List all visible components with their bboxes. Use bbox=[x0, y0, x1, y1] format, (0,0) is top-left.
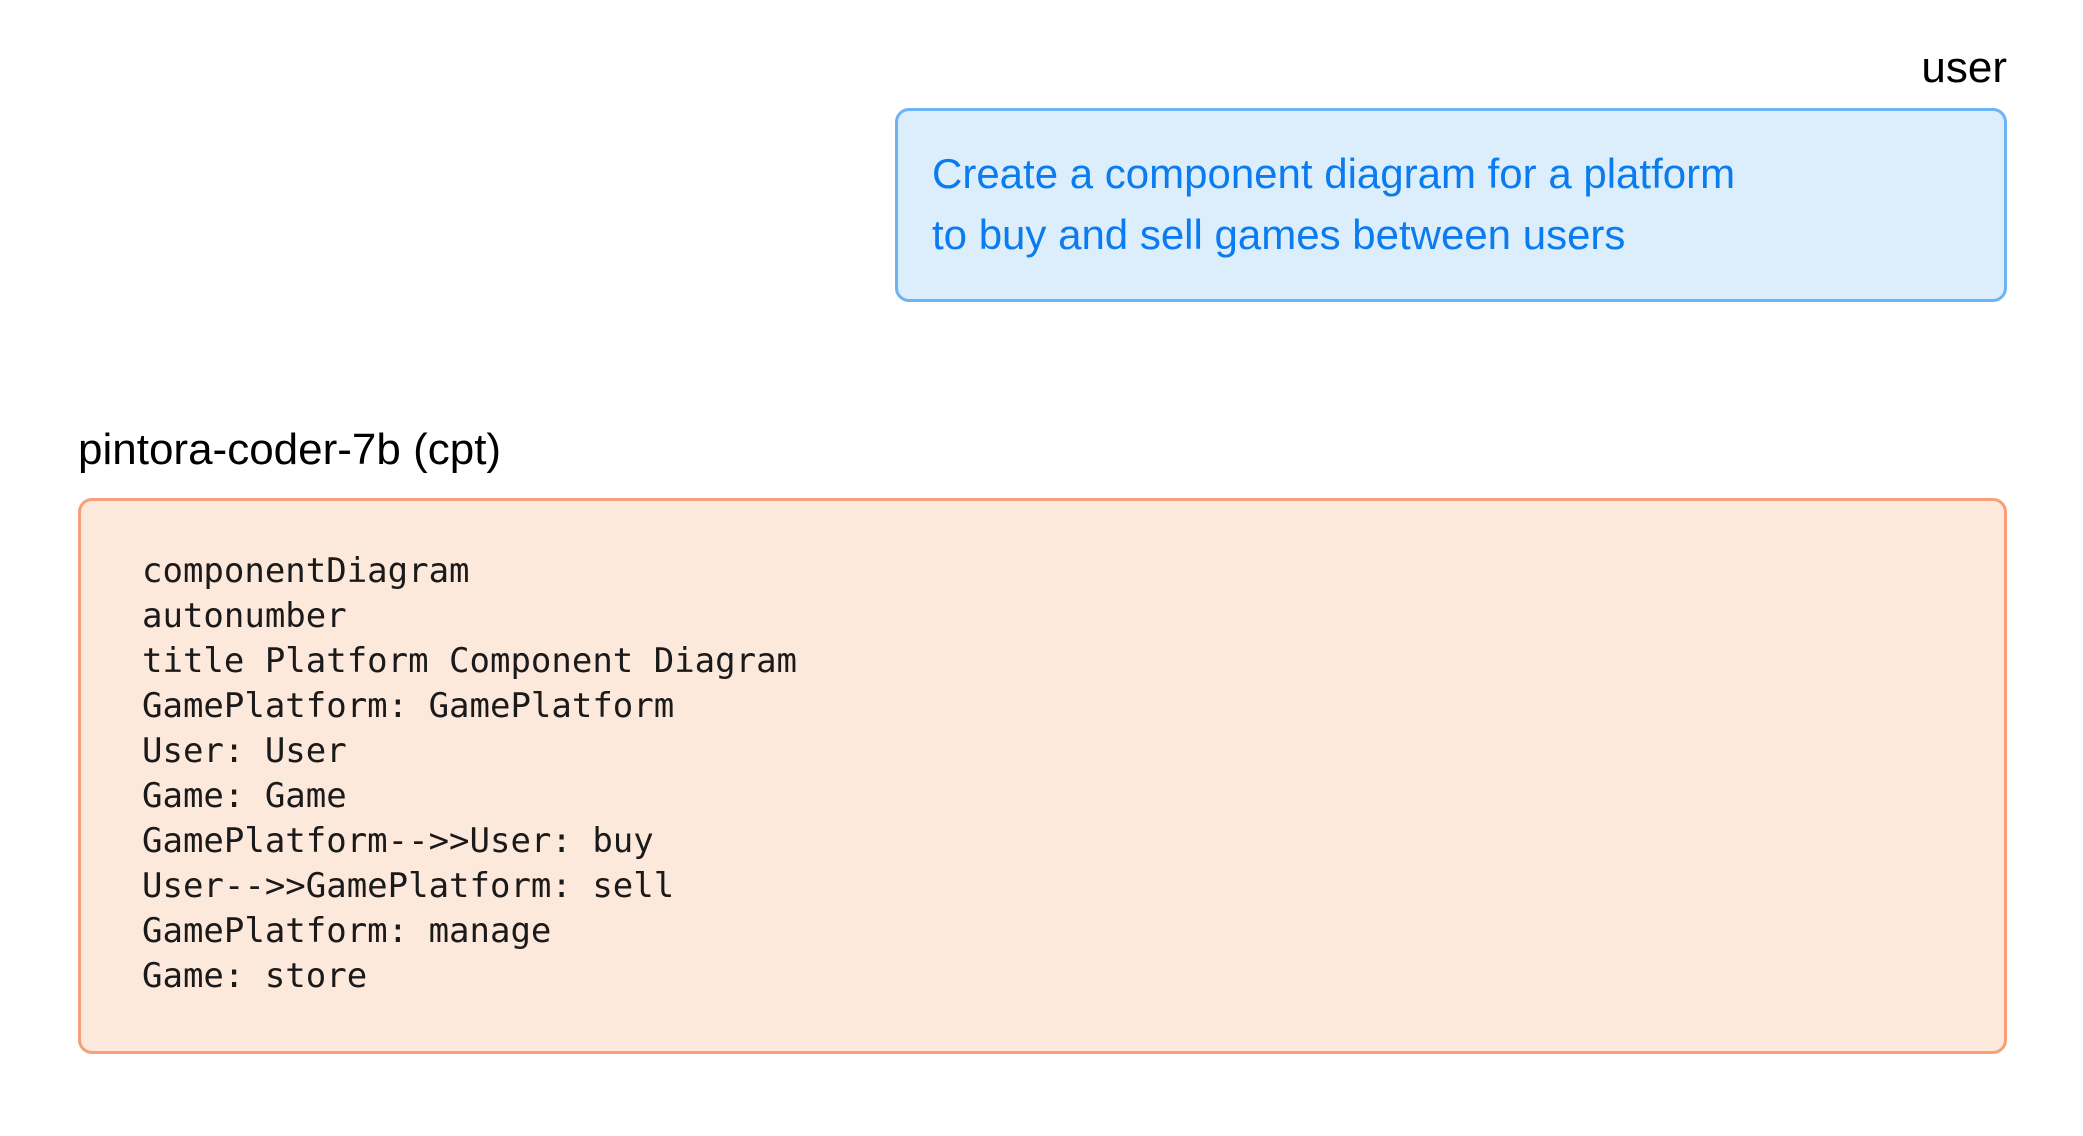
user-message-line: to buy and sell games between users bbox=[932, 211, 1626, 258]
code-line: title Platform Component Diagram bbox=[142, 641, 798, 681]
code-line: GamePlatform: GamePlatform bbox=[142, 686, 675, 726]
user-message-line: Create a component diagram for a platfor… bbox=[932, 150, 1736, 197]
assistant-role-label: pintora-coder-7b (cpt) bbox=[78, 425, 502, 474]
code-line: GamePlatform: manage bbox=[142, 911, 552, 951]
code-line: componentDiagram bbox=[142, 551, 470, 591]
code-line: User-->>GamePlatform: sell bbox=[142, 866, 675, 906]
code-line: User: User bbox=[142, 731, 347, 771]
user-role-label: user bbox=[1921, 43, 2007, 92]
user-turn: user Create a component diagram for a pl… bbox=[78, 42, 2007, 302]
diagram-code-block: componentDiagram autonumber title Platform… bbox=[81, 549, 2004, 999]
code-line: autonumber bbox=[142, 596, 347, 636]
user-message-bubble: Create a component diagram for a platfor… bbox=[895, 108, 2007, 302]
user-bubble-row: Create a component diagram for a platfor… bbox=[78, 108, 2007, 302]
assistant-message-bubble: componentDiagram autonumber title Platform… bbox=[78, 498, 2007, 1054]
code-line: Game: Game bbox=[142, 776, 347, 816]
code-line: GamePlatform-->>User: buy bbox=[142, 821, 654, 861]
code-line: Game: store bbox=[142, 956, 368, 996]
assistant-turn: pintora-coder-7b (cpt) componentDiagram a… bbox=[78, 424, 2007, 1054]
